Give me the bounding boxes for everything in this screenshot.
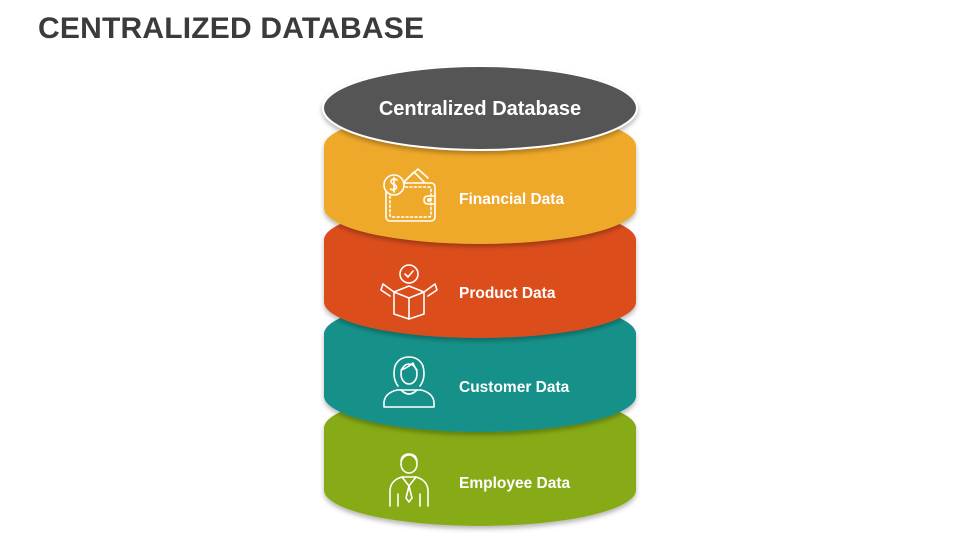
database-cap: Centralized Database <box>322 65 638 151</box>
cap-label: Centralized Database <box>379 98 581 120</box>
product-box-icon <box>380 264 438 320</box>
layer-label: Financial Data <box>459 191 564 208</box>
cap-ellipse <box>322 65 638 151</box>
wallet-dollar-icon <box>383 168 436 222</box>
layer-label: Employee Data <box>459 475 571 492</box>
slide-title: CENTRALIZED DATABASE <box>38 12 425 45</box>
layer-label: Customer Data <box>459 379 570 396</box>
employee-man-icon <box>389 453 429 507</box>
customer-woman-icon <box>383 356 435 408</box>
layer-label: Product Data <box>459 285 556 302</box>
